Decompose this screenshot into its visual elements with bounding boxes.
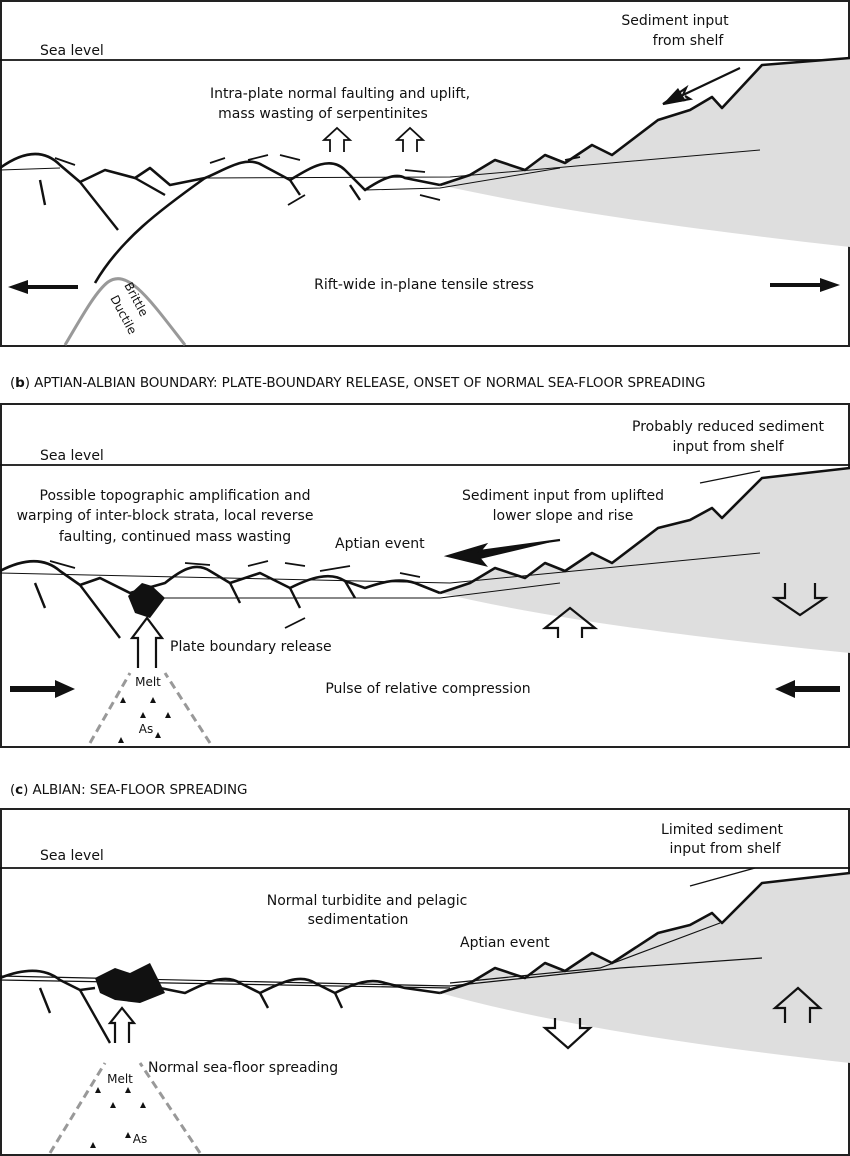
faulting-label-2: mass wasting of serpentinites	[218, 106, 428, 122]
sea-level-label: Sea level	[40, 848, 104, 864]
melt-zone	[48, 1062, 202, 1154]
fault-blocks	[0, 152, 441, 192]
continental-crust	[440, 468, 850, 653]
shelf-uplift-arrow	[772, 986, 823, 1023]
melt-label: Melt	[135, 675, 161, 689]
panel-a: Sea level Sediment input from shelf Intr…	[0, 0, 850, 350]
panel-a-diagram: Sea level Sediment input from shelf Intr…	[0, 0, 850, 347]
rise-subsidence-arrow	[542, 1018, 593, 1050]
fault-planes	[38, 987, 344, 1044]
fault-blocks	[0, 969, 441, 995]
slip-arrows	[54, 154, 581, 206]
sea-level-label: Sea level	[40, 448, 104, 464]
spreading-axis-arrow	[107, 1006, 137, 1043]
caption-b-text: APTIAN-ALBIAN BOUNDARY: PLATE-BOUNDARY R…	[34, 375, 706, 391]
serpentinite-body	[128, 583, 165, 618]
caption-c-letter: c	[15, 782, 24, 798]
caption-b: (b) APTIAN-ALBIAN BOUNDARY: PLATE-BOUNDA…	[10, 375, 706, 391]
uplifted-sediment-label-2: lower slope and rise	[493, 508, 634, 524]
fault-planes	[38, 176, 361, 231]
melt-label: Melt	[107, 1072, 133, 1086]
panel-b: Sea level Probably reduced sediment inpu…	[0, 403, 850, 753]
uplifted-sediment-label-1: Sediment input from uplifted	[462, 488, 664, 504]
plate-release-label: Plate boundary release	[170, 639, 332, 655]
continental-margin-outline	[439, 466, 850, 595]
continental-crust	[440, 58, 850, 247]
left-compression-arrow	[10, 680, 75, 698]
uplift-arrow-2	[394, 126, 426, 152]
reduced-sediment-label-2: input from shelf	[672, 439, 784, 455]
panel-c-diagram: Sea level Limited sediment input from sh…	[0, 808, 850, 1156]
slip-arrows	[49, 560, 421, 629]
sediment-arrowhead	[663, 88, 686, 104]
brittle-ductile-boundary	[63, 277, 187, 346]
sediment-input-label-1: Sediment input	[621, 13, 729, 29]
topographic-label-1: Possible topographic amplification and	[40, 488, 311, 504]
compression-label: Pulse of relative compression	[325, 681, 530, 697]
plate-release-arrow	[129, 616, 165, 668]
faulting-label-1: Intra-plate normal faulting and uplift,	[210, 86, 470, 102]
continental-crust	[440, 873, 850, 1063]
caption-b-letter: b	[15, 375, 25, 391]
aptian-event-label: Aptian event	[460, 935, 550, 951]
turbidite-label-2: sedimentation	[308, 912, 409, 928]
post-aptian-strata	[0, 922, 763, 989]
detachment-fault	[93, 176, 206, 284]
sediment-infill	[0, 149, 761, 191]
limited-sediment-label-2: input from shelf	[669, 841, 781, 857]
sea-level-label: Sea level	[40, 43, 104, 59]
limited-sediment-label-1: Limited sediment	[661, 822, 783, 838]
shelf-subsidence-arrow	[771, 583, 829, 617]
tensile-stress-label: Rift-wide in-plane tensile stress	[314, 277, 534, 293]
melt-droplets	[118, 697, 171, 743]
rise-uplift-arrow	[541, 606, 599, 638]
thin-sediment-arrow	[699, 470, 761, 484]
fault-blocks	[0, 560, 441, 595]
aptian-event-label: Aptian event	[335, 536, 425, 552]
topographic-label-3: faulting, continued mass wasting	[59, 529, 291, 545]
caption-c-text: ALBIAN: SEA-FLOOR SPREADING	[32, 782, 248, 798]
continental-margin-outline	[439, 871, 850, 995]
left-tension-arrow	[8, 280, 78, 294]
turbidite-label-1: Normal turbidite and pelagic	[267, 893, 468, 909]
as-label: As	[133, 1132, 147, 1146]
caption-c: (c) ALBIAN: SEA-FLOOR SPREADING	[10, 782, 248, 798]
uplift-arrow-1	[321, 126, 353, 152]
sediment-uplift-arrow	[443, 538, 561, 567]
as-label: As	[139, 722, 153, 736]
panel-b-diagram: Sea level Probably reduced sediment inpu…	[0, 403, 850, 748]
reduced-sediment-label-1: Probably reduced sediment	[632, 419, 824, 435]
continental-margin-outline	[439, 56, 850, 187]
topographic-label-2: warping of inter-block strata, local rev…	[17, 508, 314, 524]
right-tension-arrow	[770, 278, 840, 292]
inter-block-strata	[0, 552, 761, 599]
panel-c: Sea level Limited sediment input from sh…	[0, 808, 850, 1156]
sediment-input-arrow	[689, 867, 756, 887]
fault-planes	[33, 580, 357, 639]
right-compression-arrow	[775, 680, 840, 698]
melt-zone	[88, 672, 212, 744]
spreading-label: Normal sea-floor spreading	[148, 1060, 338, 1076]
sediment-input-label-2: from shelf	[653, 33, 725, 49]
oceanic-crust-block	[95, 963, 165, 1003]
